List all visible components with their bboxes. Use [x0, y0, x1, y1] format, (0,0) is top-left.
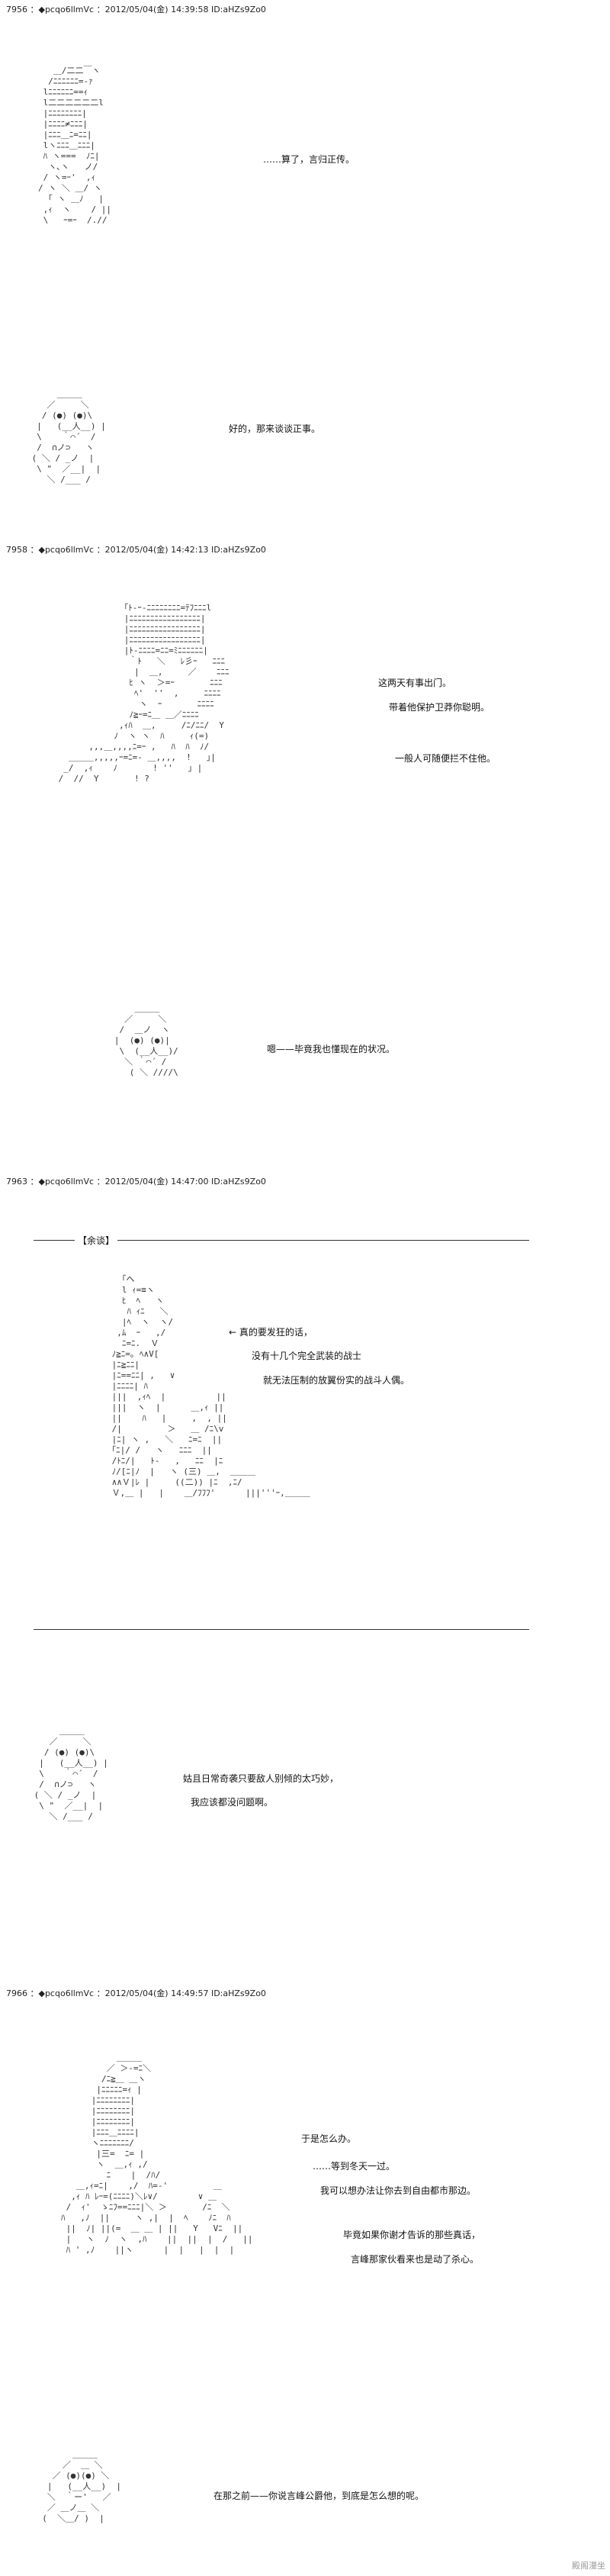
dialog-line: 我应该都没问题啊。	[191, 1797, 274, 1808]
post-header: 7963 ：◆pcqo6llmVc ：2012/05/04(金) 14:47:0…	[6, 1177, 266, 1187]
ascii-art-yaruo-face: ＿＿＿ ／ ＼ / (●) (●)\ | (__人__) | \ ｀⌒´ / /…	[34, 1726, 108, 1821]
dialog-line: 我可以想办法让你去到自由都市那边。	[320, 2185, 477, 2196]
ascii-art-figure-hooded: ＿/二二￣ヽ /ﾆﾆﾆﾆﾆﾆ=-ｧ lﾆﾆﾆﾆﾆﾆ==ｨ l二二二二二二l |ﾆ…	[38, 66, 111, 225]
dialog-line: 一般人可随便拦不住他。	[395, 753, 496, 764]
dialog-line: 带着他保护卫莽你聪明。	[389, 702, 490, 713]
dialog-line: 姑且日常奇袭只要敌人别倾的太巧妙，	[183, 1773, 339, 1784]
dialog-line: 这两天有事出门。	[378, 678, 452, 688]
section-label: 【余谈】	[75, 1234, 118, 1247]
section-divider	[34, 1629, 529, 1630]
dialog-line: ……等到冬天一过。	[313, 2161, 396, 2172]
dialog-line: 言峰那家伙看来也是动了杀心。	[351, 2254, 480, 2265]
ascii-art-yaruo-face: ＿＿＿ ／ ＿ ＼ ／ (●)(●) ＼ | (__人__) | ＼ ｀ー' ／…	[42, 2449, 121, 2523]
dialog-line: 于是怎么办。	[301, 2133, 357, 2144]
dialog-line: 好的，那来谈谈正事。	[229, 423, 321, 434]
section-divider	[34, 1240, 529, 1241]
ascii-art-yaruo-face: ＿＿＿ ／ ＼ / ＿ノ ヽ | (●) (●)| \ (__人__)/ ＼ ｀…	[114, 1003, 178, 1077]
watermark: 殿阁漫坐	[572, 2561, 605, 2571]
ascii-art-figure-warrior: ｢ヘ l ｨ=≡ヽ ﾋ ﾍ ヽ ﾊ ｨﾆ ＼ |ﾍ ヽ ヽ/ ,ﾑ ｰ ,/ ﾆ…	[111, 1274, 310, 1498]
dialog-line: 在那之前——你说言峰公爵他，到底是怎么想的呢。	[214, 2491, 425, 2501]
dialog-line: 嗯——毕竟我也懂现在的状况。	[267, 1044, 396, 1055]
post-header: 7958 ：◆pcqo6llmVc ：2012/05/04(金) 14:42:1…	[6, 545, 266, 555]
ascii-art-figure-bald: ＿＿＿ ／ ＞‐=ﾆ＼ /ﾆ≧＿ ＿ヽ |ﾆﾆﾆﾆﾆ=ｨ | |ﾆﾆﾆﾆﾆﾆﾆﾆ…	[61, 2053, 253, 2255]
post-header: 7956 ：◆pcqo6llmVc ：2012/05/04(金) 14:39:5…	[6, 5, 266, 14]
dialog-line: ……算了，言归正传。	[263, 154, 355, 165]
ascii-art-figure-seated: ｢ﾄ‐ｰ‐ﾆﾆﾆﾆﾆﾆﾆﾆ=ﾃﾌﾆﾆﾆl |ﾆﾆﾆﾆﾆﾆﾆﾆﾆﾆﾆﾆﾆﾆﾆﾆﾆ|…	[58, 603, 230, 784]
ascii-art-yaruo-face: ＿＿＿ ／ ＼ / (●) (●)\ | (__人__) | \ ｀⌒´ / /…	[31, 389, 106, 485]
dialog-line: 毕竟如果你谢才告诉的那些真话，	[343, 2230, 481, 2240]
post-header: 7966 ：◆pcqo6llmVc ：2012/05/04(金) 14:49:5…	[6, 1988, 266, 1998]
dialog-line: ← 真的要发狂的话，	[229, 1327, 313, 1338]
dialog-line: 没有十几个完全武装的战士	[252, 1351, 362, 1361]
dialog-line: 就无法压制的放翼份实的战斗人偶。	[263, 1375, 410, 1386]
